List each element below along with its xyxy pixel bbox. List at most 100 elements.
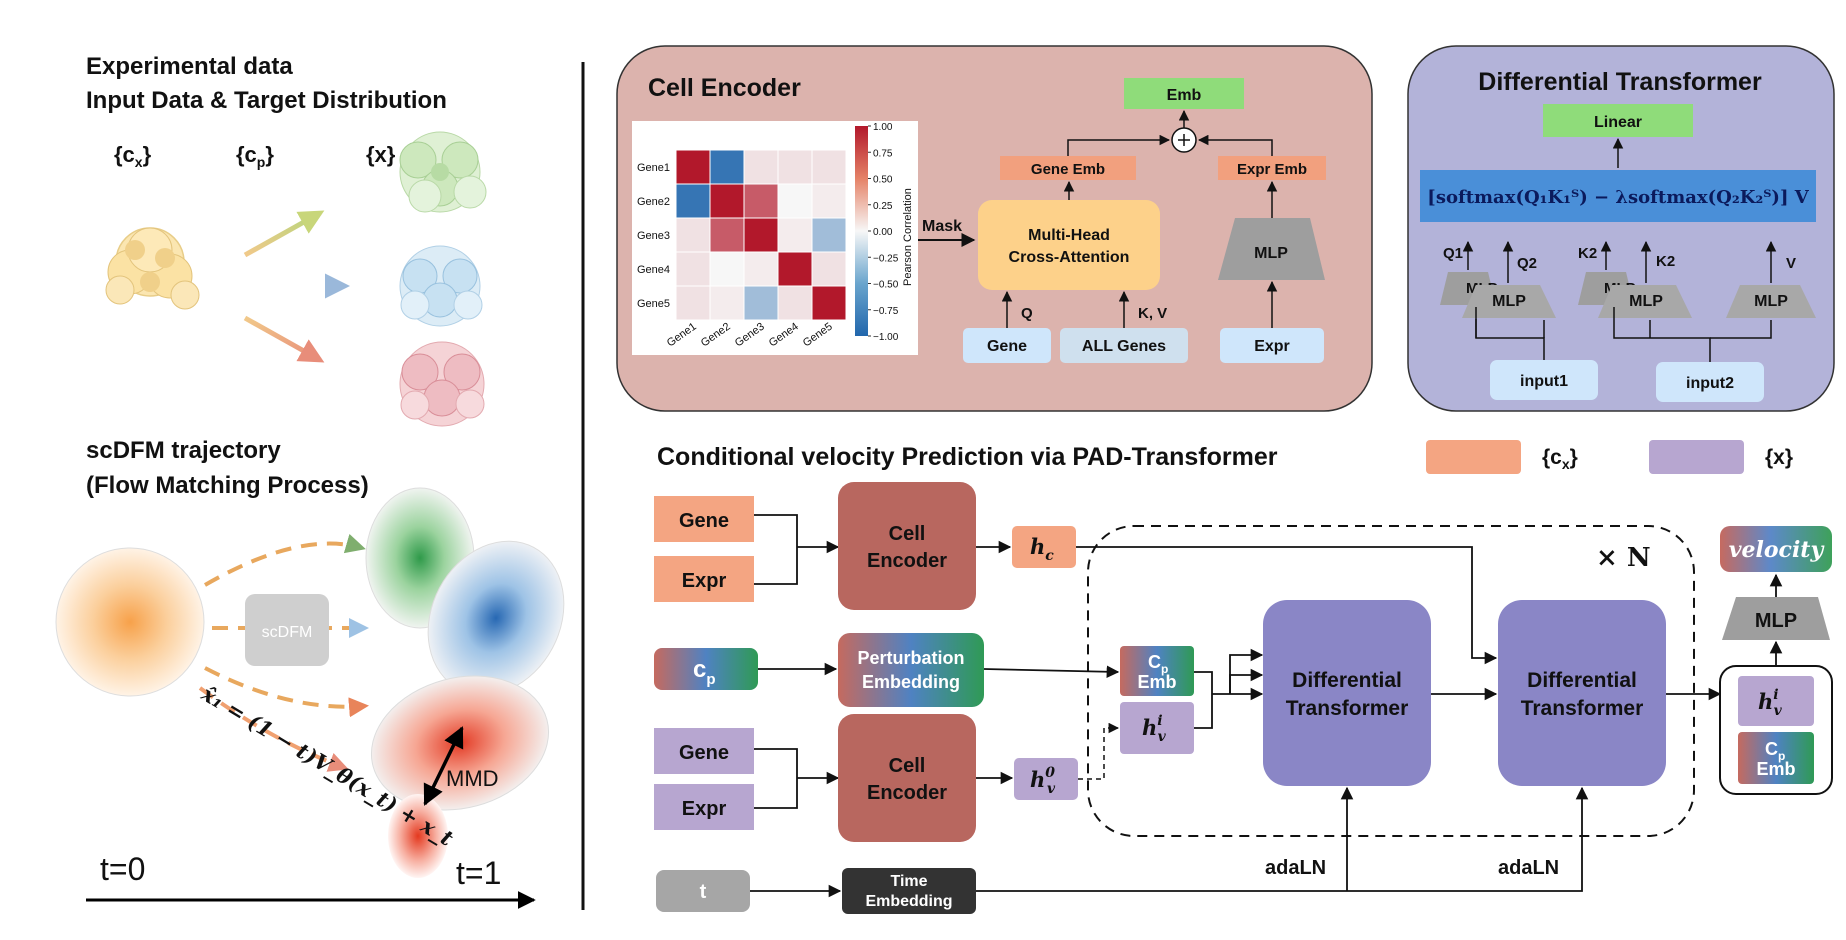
mmd-label: MMD [446,766,499,791]
trajectory-red [204,666,369,718]
input2-box [1656,362,1764,402]
colorbar-tick-label: 0.75 [873,148,893,159]
legend-x-label: {x} [1765,446,1793,469]
colorbar-tick-label: −0.50 [873,280,899,291]
heatmap-row-label: Gene2 [637,196,670,208]
diff-attention-formula: [softmax(Q₁K₁ᵀ) − λsoftmax(Q₂K₂ᵀ)] V [1427,187,1809,208]
dt-mlp-d [1598,285,1692,318]
velocity-label: velocity [1729,537,1826,563]
heatmap-cell [811,285,847,321]
cross-attention-line2: Cross-Attention [1009,249,1130,266]
perturbation-embedding-box [838,633,984,707]
gene-input-box [963,328,1051,363]
diff-transformer-panel: Differential Transformer Linear [softmax… [1407,45,1835,412]
heatmap-cell [743,217,779,253]
k2-label-b: K2 [1656,253,1675,270]
heatmap-row-label: Gene4 [637,264,670,276]
t-box [656,870,750,912]
output-cp-emb-box [1738,732,1814,784]
predicted-distribution [388,794,448,878]
mmd-arrow [423,726,464,806]
heatmap-cell [811,149,847,185]
heatmap-cell [709,285,745,321]
colorbar-tick-label: −0.75 [873,306,899,317]
q1-label: Q1 [1443,245,1463,262]
heatmap-cell [811,183,847,219]
expr-top-box [654,556,754,602]
hv-box [1120,702,1194,754]
cell-encoder-top [838,482,976,610]
colorbar-tick-label: 1.00 [873,122,893,133]
gene-bottom-label: Gene [679,742,729,764]
cell-encoder-bottom-line1: Cell [889,755,926,777]
heatmap-cell [743,251,779,287]
left-panel: Experimental data Input Data & Target Di… [55,53,565,909]
cell-encoder-bottom-line2: Encoder [867,782,947,804]
cell-encoder-bottom [838,714,976,842]
t-label: t [700,881,707,903]
heatmap-cell [743,183,779,219]
cross-attention-box [978,200,1160,290]
cp-label: {cp} [236,142,274,170]
x-label: {x} [366,142,396,167]
heatmap-cell [675,149,711,185]
output-cp-c: Cp [1765,739,1785,763]
gene-top-box [654,496,754,542]
heatmap-row-label: Gene1 [637,162,670,174]
source-cell-cluster [105,227,200,310]
hc-label: hc [1030,534,1054,564]
output-hv-box [1738,676,1814,726]
left-title-line1: Experimental data [86,53,293,80]
dt-panel-title: Differential Transformer [1478,68,1762,96]
cross-attention-line1: Multi-Head [1028,227,1110,244]
kv-label: K, V [1138,305,1167,322]
dt-mlp-d-label: MLP [1629,293,1663,310]
expr-bottom-box [654,784,754,830]
dt-mlp-b-label: MLP [1492,293,1526,310]
pad-title: Conditional velocity Prediction via PAD-… [657,443,1278,471]
legend-cx-label: {cx} [1542,446,1578,472]
heatmap-cell [709,251,745,287]
heatmap-cell [709,217,745,253]
expr-emb-label: Expr Emb [1237,161,1307,178]
output-mlp-label: MLP [1755,610,1797,632]
trajectory-predicted [198,686,349,772]
heatmap-cell [743,285,779,321]
time-emb-line1: Time [890,873,927,890]
heatmap-row-label: Gene5 [637,298,670,310]
legend-x-swatch [1649,440,1744,474]
expr-input-box [1220,328,1324,363]
traj-title-line1: scDFM trajectory [86,437,281,464]
colorbar [855,126,868,336]
cp-box [654,648,758,690]
dt1-line1: Differential [1292,669,1402,692]
expr-top-label: Expr [682,570,727,592]
repeat-block-frame [1087,525,1695,837]
hv0-box [1014,758,1078,800]
output-cp-word: Emb [1756,759,1795,779]
arrow-to-green [243,210,325,258]
gene-top-label: Gene [679,510,729,532]
colorbar-tick-label: −0.25 [873,253,899,264]
cp-emb-c: Cp [1148,652,1168,676]
colorbar-tick-label: −1.00 [873,332,899,343]
left-title-line2: Input Data & Target Distribution [86,87,447,114]
mask-label: Mask [922,218,962,235]
gene-emb-label: Gene Emb [1031,161,1105,178]
pad-transformer-panel: Conditional velocity Prediction via PAD-… [654,440,1833,914]
legend-cx-swatch [1426,440,1521,474]
dt2-line2: Transformer [1521,697,1644,720]
cx-label: {cx} [114,142,152,170]
all-genes-box [1060,328,1188,363]
cell-encoder-top-line1: Cell [889,523,926,545]
scdfm-box [245,594,329,666]
heatmap-cell [709,183,745,219]
dt-mlp-b [1462,285,1556,318]
dt2-line1: Differential [1527,669,1637,692]
diff-transformer-block-1 [1263,600,1431,786]
trajectory-green [203,533,366,587]
